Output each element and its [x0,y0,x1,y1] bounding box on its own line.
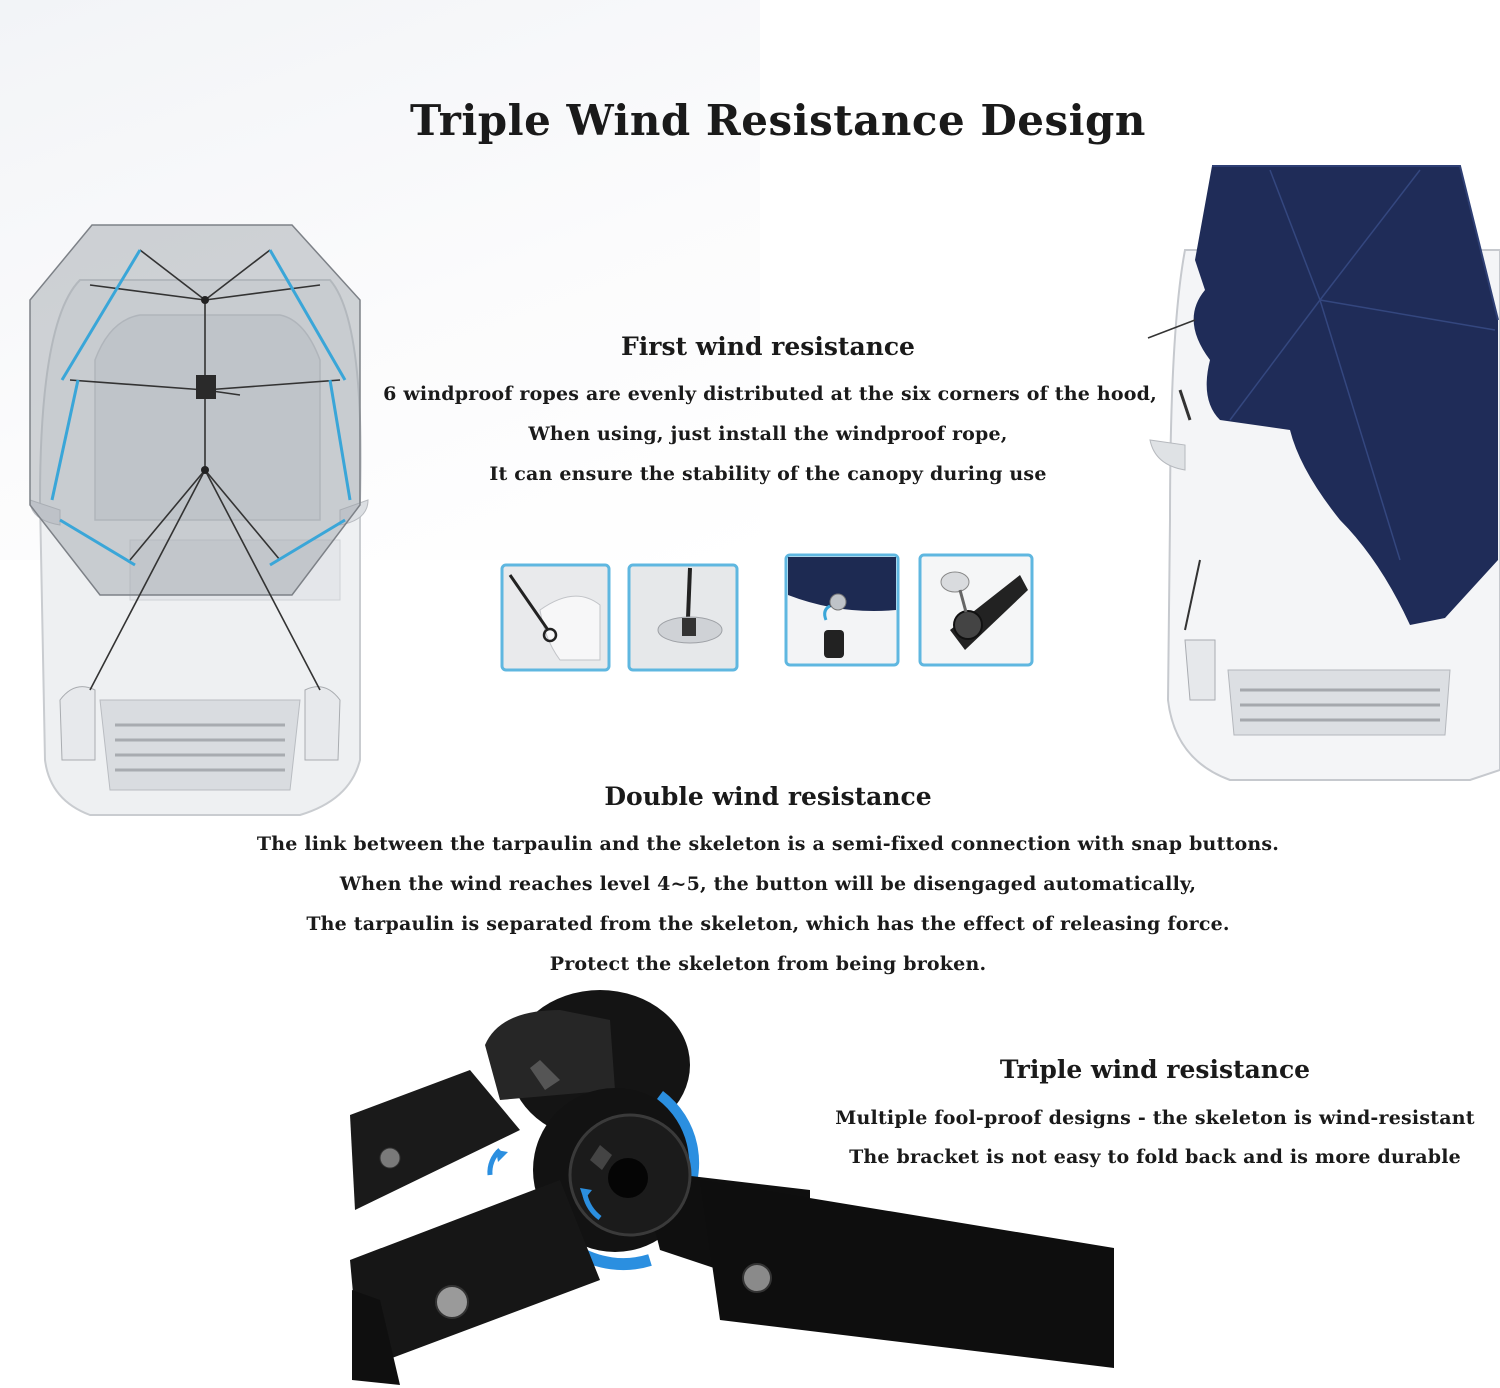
first-description-line-2: When using, just install the windproof r… [528,423,1008,445]
triple-description-line-1: Multiple fool-proof designs - the skelet… [835,1107,1475,1129]
double-description-line-2: When the wind reaches level 4~5, the but… [339,873,1197,895]
double-description-line-3: The tarpaulin is separated from the skel… [306,913,1230,935]
double-description-line-1: The link between the tarpaulin and the s… [256,833,1280,855]
knob-joint-thumbnail [918,553,1034,667]
car-with-canopy-illustration [1147,165,1500,781]
thumbnail-strip [500,553,1034,672]
first-description-line-3: It can ensure the stability of the canop… [489,463,1047,485]
rope-hook-mirror-thumbnail [500,563,611,672]
triple-description-line-2: The bracket is not easy to fold back and… [849,1146,1461,1168]
double-wind-resistance-heading: Double wind resistance [604,782,932,811]
double-description-line-4: Protect the skeleton from being broken. [549,953,987,975]
rope-anchor-thumbnail [627,563,739,672]
first-wind-resistance-heading: First wind resistance [621,332,915,361]
first-description-line-1: 6 windproof ropes are evenly distributed… [383,383,1157,405]
bracket-joint-illustration [350,990,1114,1385]
page-title: Triple Wind Resistance Design [410,96,1146,145]
triple-wind-resistance-heading: Triple wind resistance [999,1055,1311,1084]
snap-button-thumbnail [784,553,900,667]
car-with-frame-illustration [29,224,369,816]
